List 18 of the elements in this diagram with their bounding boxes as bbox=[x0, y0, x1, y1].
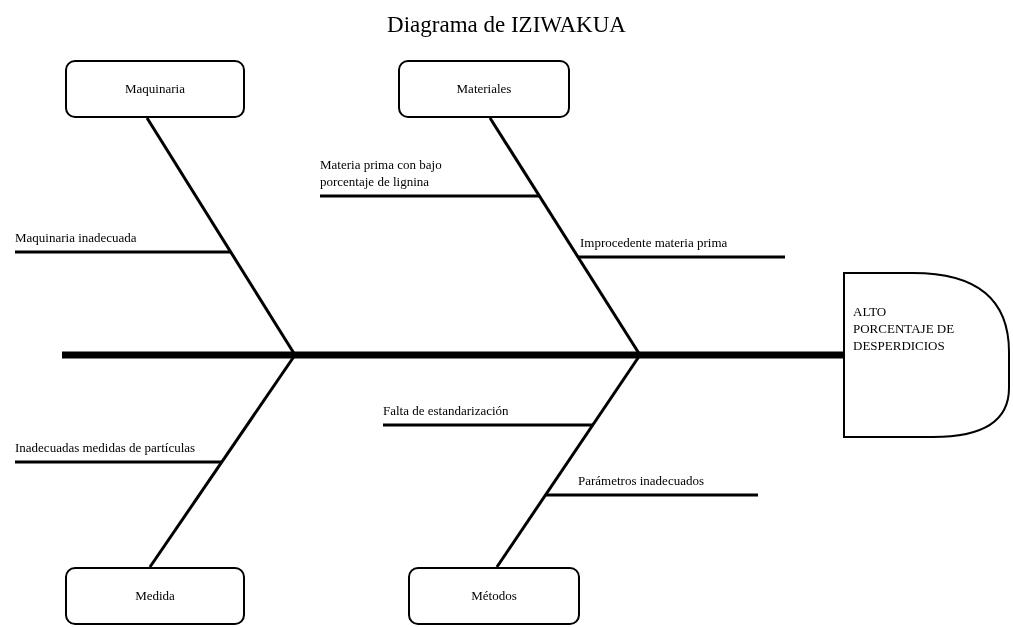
cause-line bbox=[546, 493, 758, 497]
effect-label: ALTO PORCENTAJE DE DESPERDICIOS bbox=[853, 304, 955, 353]
category-box: Métodos bbox=[408, 567, 580, 625]
cause-label: Materia prima con bajo porcentaje de lignina bbox=[320, 157, 443, 191]
diagram-title: Diagrama de IZIWAKUA bbox=[386, 12, 627, 38]
cause-label: Falta de estandarización bbox=[383, 403, 509, 420]
category-box: Materiales bbox=[398, 60, 570, 118]
cause-line bbox=[320, 194, 539, 198]
cause-label: Maquinaria inadecuada bbox=[15, 230, 137, 247]
category-box: Maquinaria bbox=[65, 60, 245, 118]
cause-label: Inadecuadas medidas de partículas bbox=[15, 440, 196, 457]
cause-line bbox=[15, 250, 231, 254]
cause-label: Improcedente materia prima bbox=[580, 235, 728, 252]
category-box: Medida bbox=[65, 567, 245, 625]
cause-line bbox=[578, 255, 785, 259]
cause-label: Parámetros inadecuados bbox=[578, 473, 704, 490]
cause-line bbox=[15, 460, 221, 464]
cause-line bbox=[383, 423, 593, 427]
